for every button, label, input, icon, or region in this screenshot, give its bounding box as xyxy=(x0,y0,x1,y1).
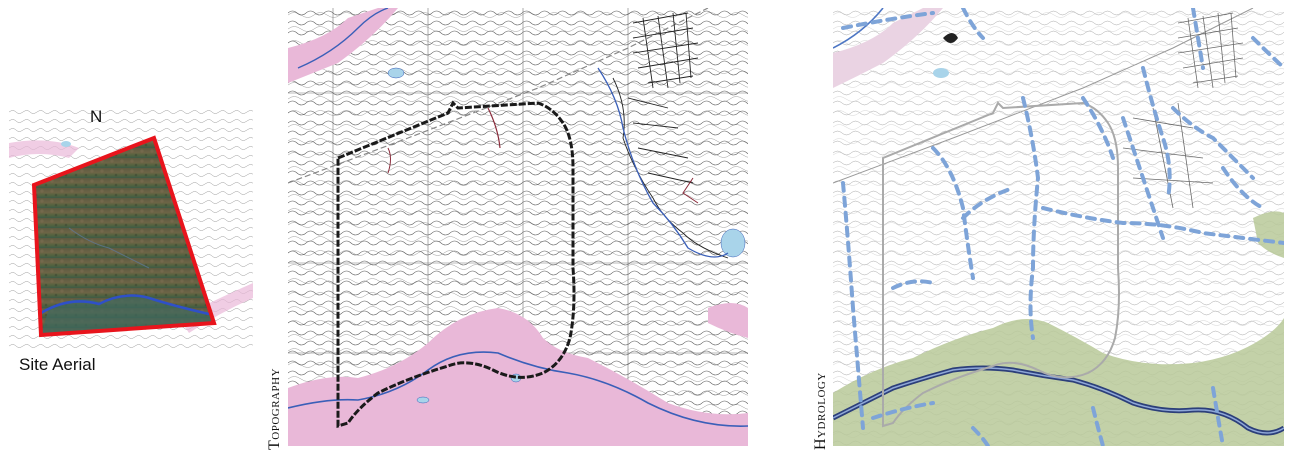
site-boundary xyxy=(31,135,217,338)
topography-label: Topography xyxy=(266,367,283,450)
hydrology-map xyxy=(833,8,1284,446)
riparian-zone xyxy=(833,318,1284,446)
site-aerial-caption: Site Aerial xyxy=(19,355,96,374)
pond-icon xyxy=(61,141,71,147)
topography-svg xyxy=(288,8,748,446)
urban-street-grid xyxy=(612,12,729,259)
site-aerial-svg xyxy=(9,108,253,348)
site-boundary xyxy=(336,100,576,429)
site-aerial-map xyxy=(9,108,253,348)
topography-map xyxy=(288,8,748,446)
hydrology-label: Hydrology xyxy=(812,372,829,450)
north-label: N xyxy=(90,107,103,126)
hydrology-svg xyxy=(833,8,1284,446)
hydrology-flow-lines xyxy=(841,8,1284,446)
